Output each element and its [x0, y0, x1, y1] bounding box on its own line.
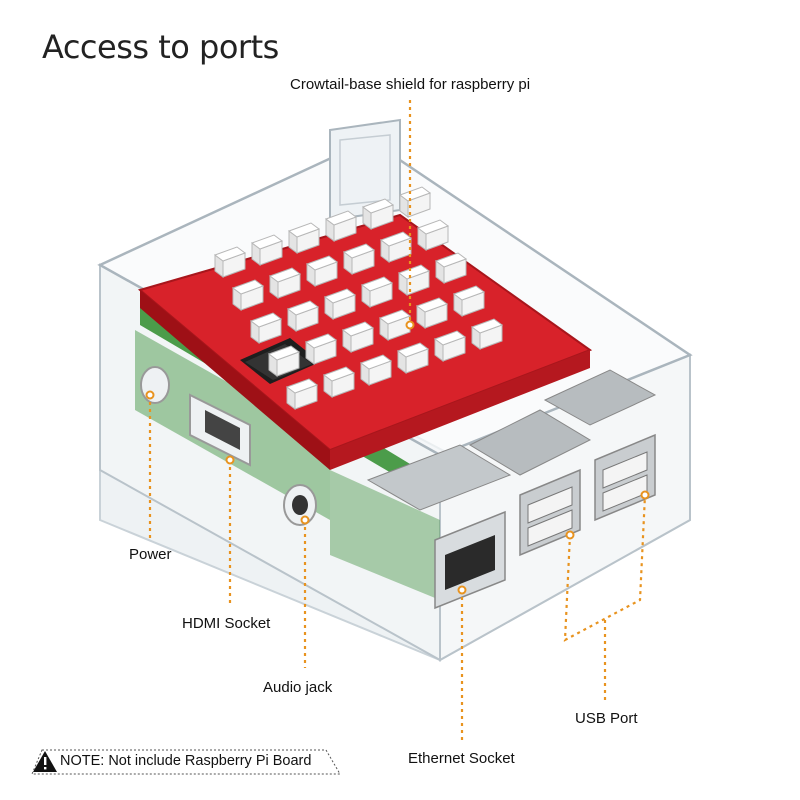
- grove-connector: [433, 330, 467, 362]
- grove-connector: [341, 321, 375, 353]
- grove-connector: [268, 267, 302, 299]
- warning-icon: [33, 751, 57, 772]
- usb-ports: [468, 369, 657, 557]
- grove-connector: [470, 318, 504, 350]
- note-text: NOTE: Not include Raspberry Pi Board: [60, 753, 312, 769]
- grove-connector: [415, 297, 449, 329]
- grove-connector: [360, 276, 394, 308]
- label-hdmi: HDMI Socket: [182, 615, 271, 632]
- grove-connector: [397, 264, 431, 296]
- grove-connector: [398, 186, 432, 218]
- grove-connector: [324, 210, 358, 242]
- grove-connector: [213, 246, 247, 278]
- grove-connector: [231, 279, 265, 311]
- ethernet-socket: [366, 444, 512, 610]
- grove-connector: [249, 312, 283, 344]
- grove-connector: [434, 252, 468, 284]
- callout-usb: [563, 494, 647, 642]
- callout-lines: [148, 100, 647, 740]
- grove-connector: [416, 219, 450, 251]
- grove-connector: [305, 255, 339, 287]
- grove-connector: [396, 342, 430, 374]
- grove-connector: [322, 366, 356, 398]
- label-usb: USB Port: [575, 710, 638, 727]
- note-banner: NOTE: Not include Raspberry Pi Board: [30, 748, 350, 776]
- label-shield: Crowtail-base shield for raspberry pi: [290, 76, 531, 93]
- callout-dots: [145, 320, 650, 595]
- grove-connector: [452, 285, 486, 317]
- grove-connector: [287, 222, 321, 254]
- grove-connector: [285, 378, 319, 410]
- grove-connector: [378, 309, 412, 341]
- grove-connector: [361, 198, 395, 230]
- grove-connectors: [213, 186, 504, 410]
- page-title: Access to ports: [42, 28, 279, 66]
- label-power: Power: [129, 546, 172, 563]
- grove-connector: [323, 288, 357, 320]
- grove-connector: [359, 354, 393, 386]
- side-ports: [140, 366, 317, 526]
- label-ethernet: Ethernet Socket: [408, 750, 515, 767]
- label-audio: Audio jack: [263, 679, 333, 696]
- grove-connector: [250, 234, 284, 266]
- grove-connector: [286, 300, 320, 332]
- grove-connector: [342, 243, 376, 275]
- grove-connector: [267, 345, 301, 377]
- grove-connector: [304, 333, 338, 365]
- note-border: [31, 749, 341, 775]
